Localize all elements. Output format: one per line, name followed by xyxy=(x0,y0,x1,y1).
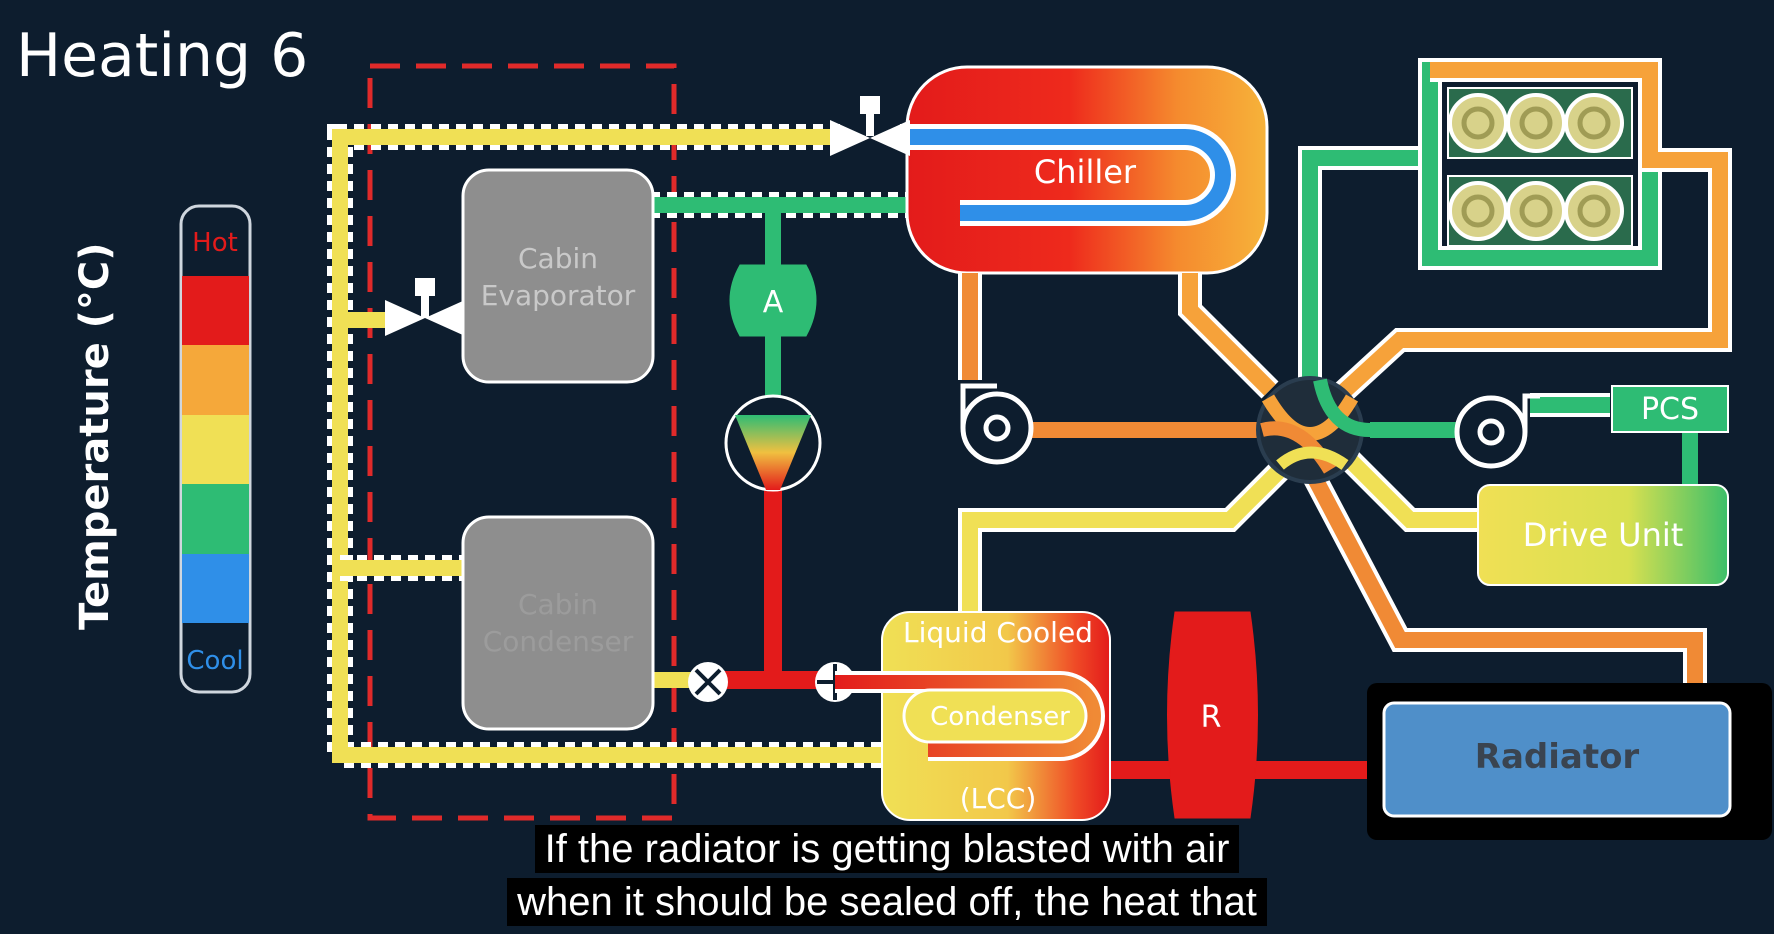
cabin-condenser-line2: Condenser xyxy=(483,625,634,658)
cabin-condenser: Cabin Condenser xyxy=(461,515,655,731)
legend-cool-label: Cool xyxy=(186,646,243,676)
liquid-cooled-condenser: Liquid Cooled Condenser (LCC) xyxy=(835,611,1111,821)
subtitle-line-1: If the radiator is getting blasted with … xyxy=(0,825,1774,873)
page-title: Heating 6 xyxy=(16,21,308,91)
lcc-bottom-label: (LCC) xyxy=(960,782,1037,815)
accumulator-label: A xyxy=(763,285,784,320)
cabin-evaporator-line1: Cabin xyxy=(518,242,598,275)
reservoir-label: R xyxy=(1201,700,1222,735)
cabin-evaporator-line2: Evaporator xyxy=(481,279,636,312)
legend-band-green xyxy=(182,484,249,554)
radiator: Radiator xyxy=(1367,683,1772,840)
legend-axis-label: Temperature (°C) xyxy=(72,242,118,630)
lcc-top-label: Liquid Cooled xyxy=(903,616,1093,649)
pcs-pump xyxy=(1454,393,1540,469)
legend-hot-label: Hot xyxy=(192,228,238,258)
chiller-label: Chiller xyxy=(1034,153,1137,191)
legend-band-blue xyxy=(182,554,249,623)
pcs: PCS xyxy=(1611,385,1729,433)
expansion-valve-left xyxy=(385,278,465,336)
temperature-legend: Temperature (°C) Hot Cool xyxy=(72,204,252,694)
drive-unit-label: Drive Unit xyxy=(1523,516,1684,554)
legend-band-orange xyxy=(182,345,249,415)
subtitle-text-2: when it should be sealed off, the heat t… xyxy=(507,878,1267,926)
subtitle-line-2: when it should be sealed off, the heat t… xyxy=(0,878,1774,926)
pcs-label: PCS xyxy=(1641,392,1699,427)
cabin-condenser-line1: Cabin xyxy=(518,588,598,621)
battery-pack xyxy=(1447,87,1633,247)
expansion-valve-top xyxy=(830,96,910,156)
radiator-label: Radiator xyxy=(1475,737,1640,777)
legend-band-yellow xyxy=(182,415,249,484)
accumulator: A xyxy=(729,264,817,337)
lcc-mid-label: Condenser xyxy=(930,702,1070,732)
compressor xyxy=(724,394,822,492)
cross-valve xyxy=(688,662,728,702)
cabin-hvac-boundary xyxy=(367,63,677,821)
subtitle-text-1: If the radiator is getting blasted with … xyxy=(534,825,1240,873)
hot-refrigerant-line xyxy=(700,475,890,689)
cabin-evaporator: Cabin Evaporator xyxy=(461,168,655,384)
drive-unit: Drive Unit xyxy=(1477,484,1729,586)
chiller: Chiller xyxy=(900,65,1269,275)
legend-band-red xyxy=(182,276,249,345)
reservoir: R xyxy=(1167,611,1258,819)
chiller-coolant-pump xyxy=(960,383,1034,465)
octovalve xyxy=(1256,376,1371,484)
